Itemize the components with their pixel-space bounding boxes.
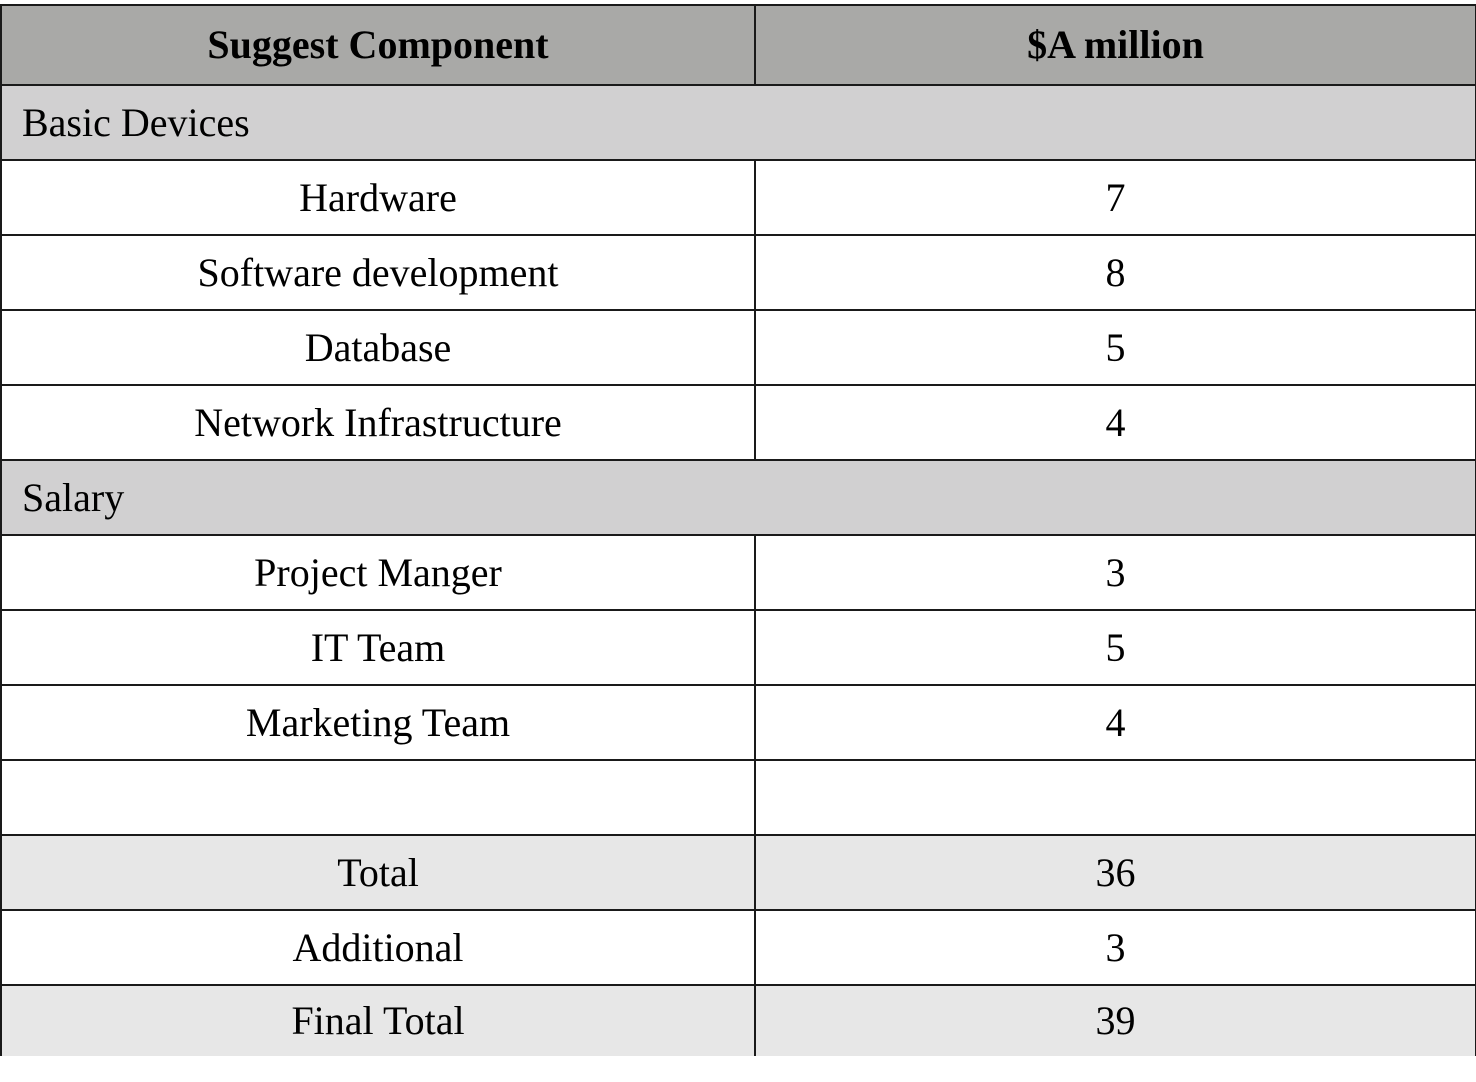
table-row: Hardware 7 [0, 159, 1476, 236]
final-total-row: Final Total 39 [0, 984, 1476, 1056]
additional-label: Additional [0, 909, 756, 986]
item-name: Project Manger [0, 534, 756, 611]
table-row: Database 5 [0, 309, 1476, 386]
section-row-basic-devices: Basic Devices [0, 84, 1476, 161]
blank-cell [0, 759, 756, 836]
item-name: Hardware [0, 159, 756, 236]
item-value: 5 [754, 609, 1476, 686]
item-value: 8 [754, 234, 1476, 311]
table-row: Marketing Team 4 [0, 684, 1476, 761]
table-row: IT Team 5 [0, 609, 1476, 686]
item-value: 3 [754, 534, 1476, 611]
section-label: Salary [0, 459, 1476, 536]
additional-row: Additional 3 [0, 909, 1476, 986]
table-row: Project Manger 3 [0, 534, 1476, 611]
item-name: IT Team [0, 609, 756, 686]
item-value: 4 [754, 384, 1476, 461]
budget-table: Suggest Component $A million Basic Devic… [0, 4, 1476, 1056]
table-header-row: Suggest Component $A million [0, 4, 1476, 86]
additional-value: 3 [754, 909, 1476, 986]
header-amount: $A million [754, 4, 1476, 86]
item-value: 4 [754, 684, 1476, 761]
table-row: Network Infrastructure 4 [0, 384, 1476, 461]
blank-row [0, 759, 1476, 836]
final-total-label: Final Total [0, 984, 756, 1056]
total-row: Total 36 [0, 834, 1476, 911]
final-total-value: 39 [754, 984, 1476, 1056]
item-value: 5 [754, 309, 1476, 386]
item-name: Network Infrastructure [0, 384, 756, 461]
item-value: 7 [754, 159, 1476, 236]
table-row: Software development 8 [0, 234, 1476, 311]
item-name: Software development [0, 234, 756, 311]
item-name: Database [0, 309, 756, 386]
total-label: Total [0, 834, 756, 911]
section-label: Basic Devices [0, 84, 1476, 161]
item-name: Marketing Team [0, 684, 756, 761]
blank-cell [754, 759, 1476, 836]
total-value: 36 [754, 834, 1476, 911]
header-component: Suggest Component [0, 4, 756, 86]
section-row-salary: Salary [0, 459, 1476, 536]
